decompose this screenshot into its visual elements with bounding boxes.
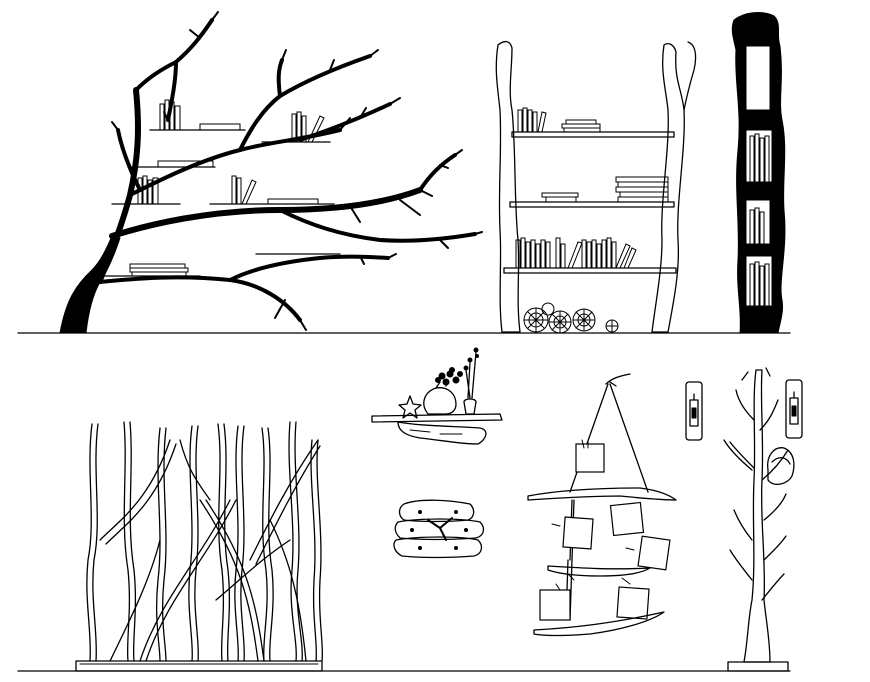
driftwood-wall-shelf-icon — [371, 347, 503, 445]
driftwood-branch-screen-icon — [75, 421, 324, 672]
driftwood-coat-stand-icon — [723, 367, 795, 672]
tree-branch-bookshelf-icon — [59, 11, 483, 334]
driftwood-bookcase-icon — [495, 40, 697, 334]
driftwood-photo-hanger-icon — [527, 373, 677, 637]
wall-candle-sconce-icon — [685, 379, 803, 441]
black-log-bookshelf-icon — [731, 12, 786, 334]
driftwood-wall-clock-icon — [393, 499, 485, 559]
